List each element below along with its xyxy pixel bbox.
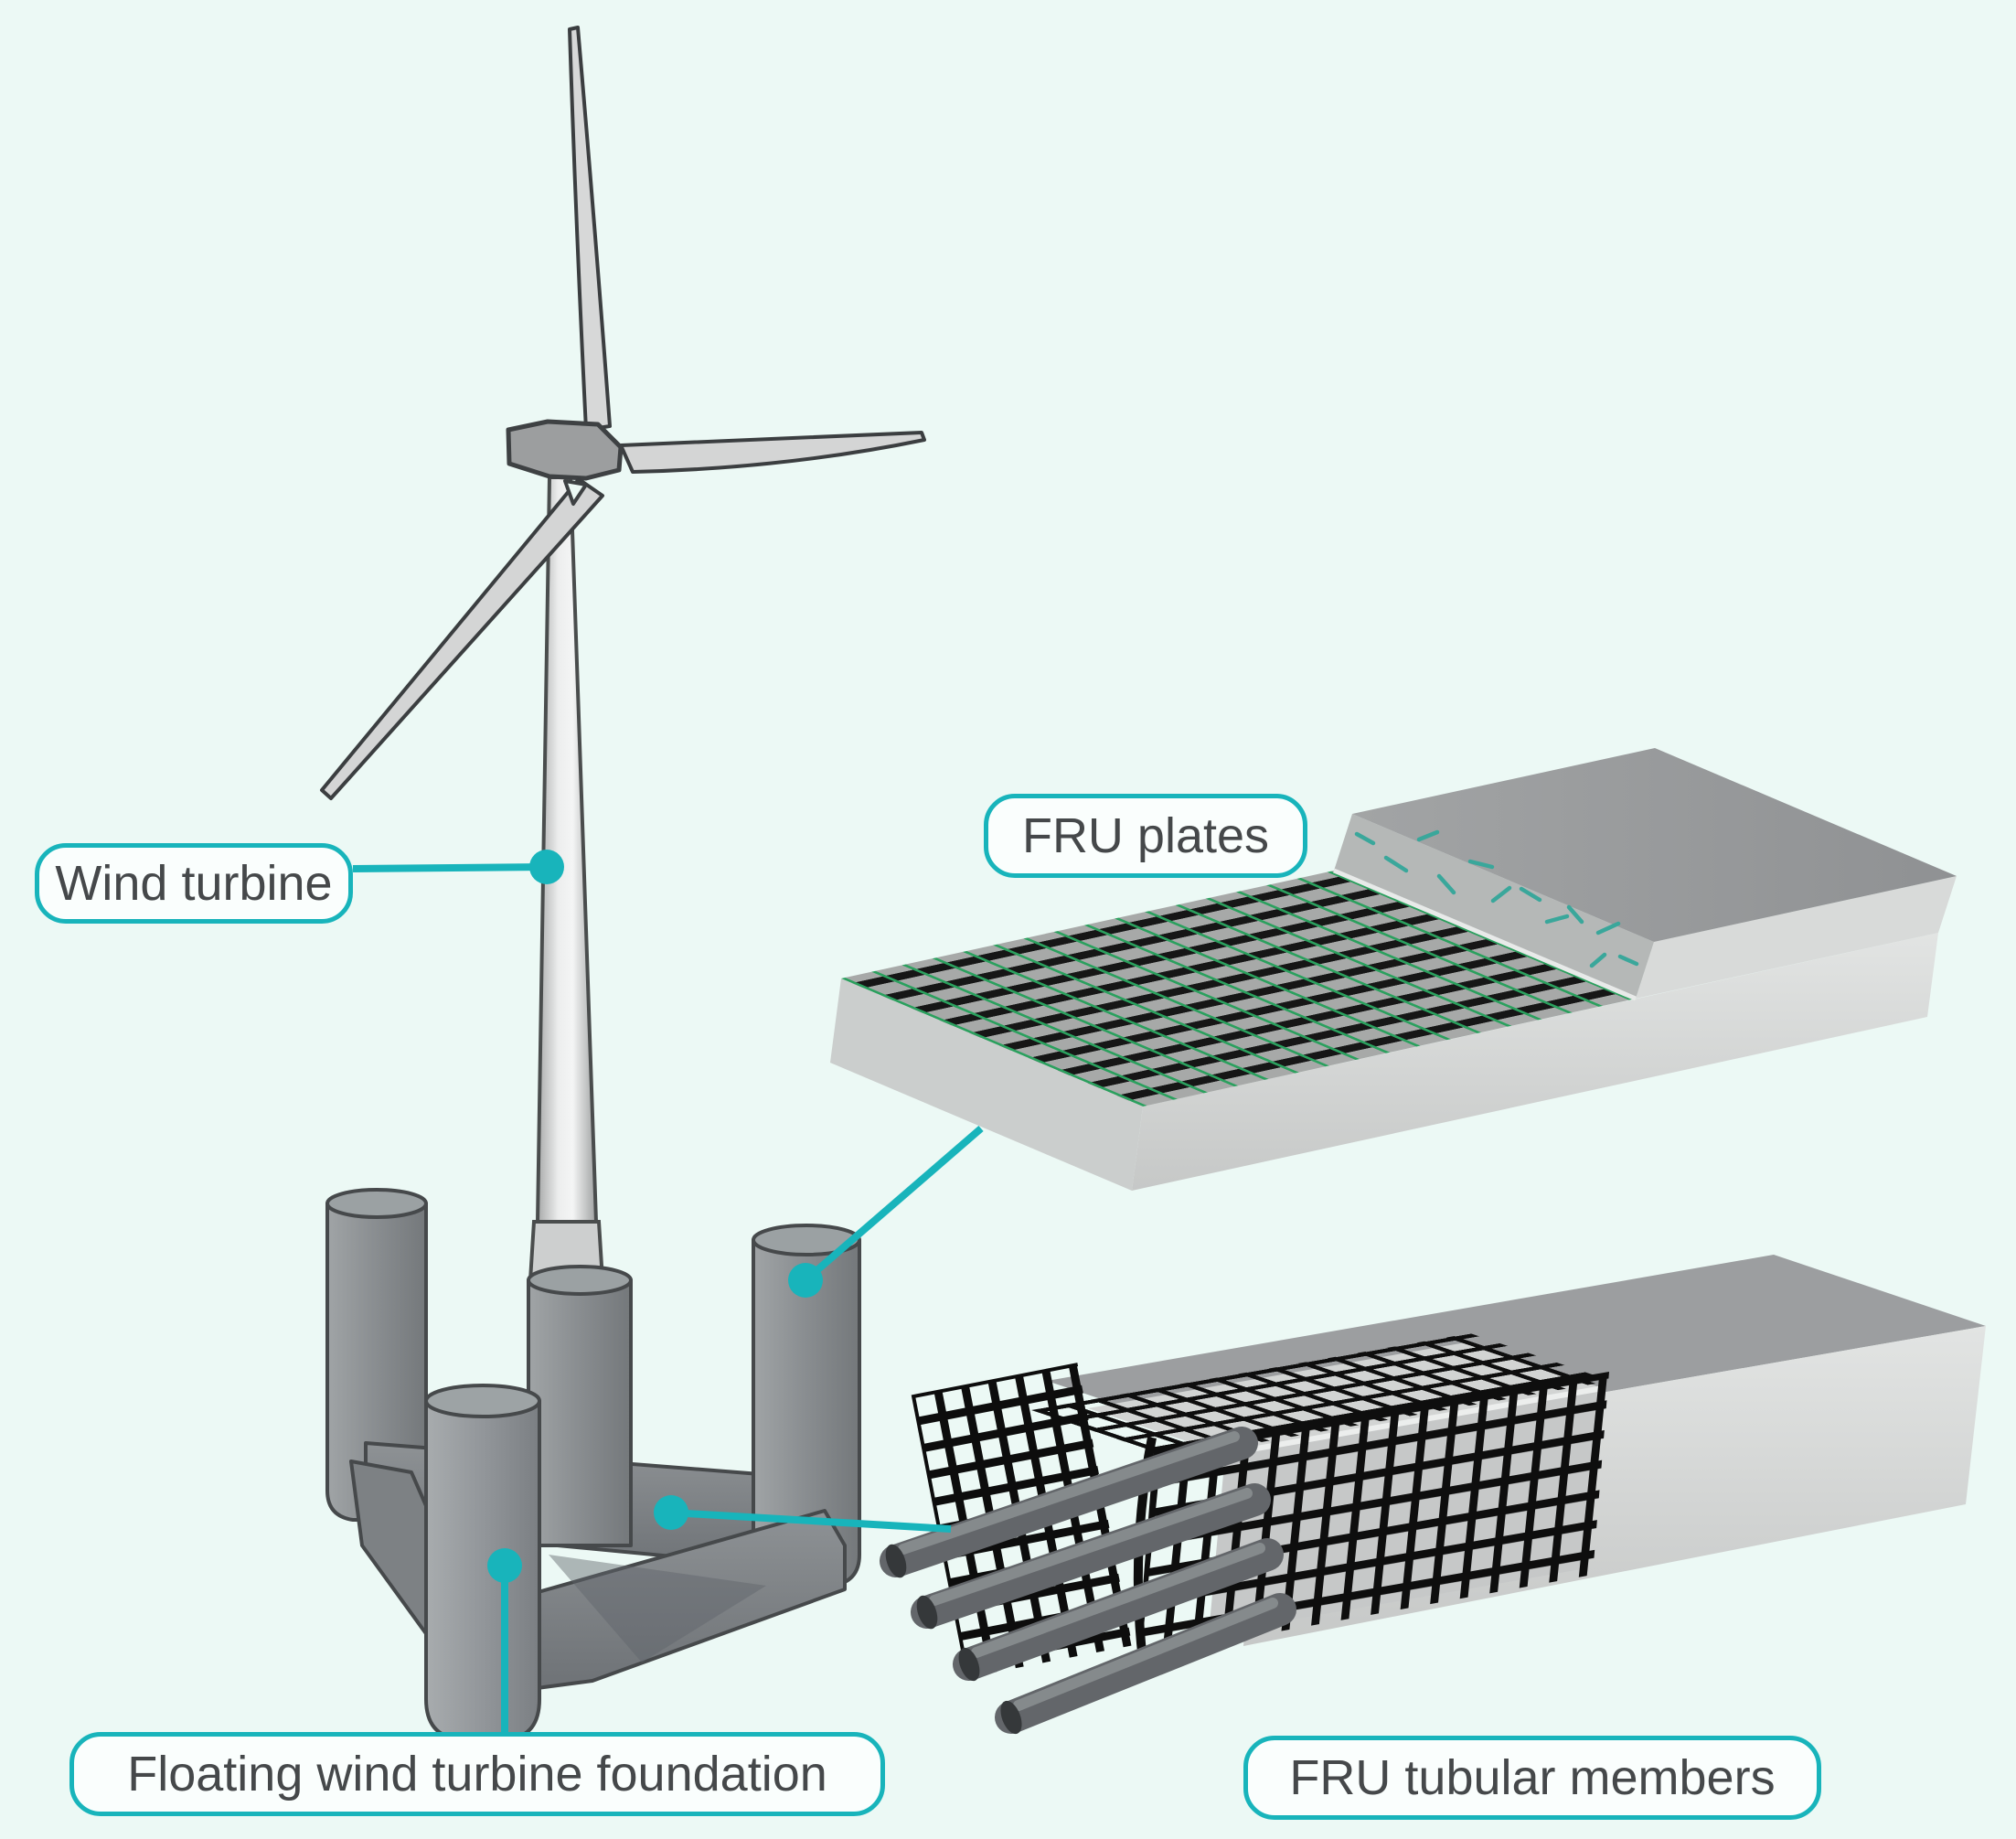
- turbine-blade-right: [619, 431, 926, 474]
- tubular-tendon-tubes: [880, 1427, 1296, 1735]
- foundation-column-front: [424, 1384, 541, 1741]
- wind-turbine-label-text: Wind turbine: [55, 856, 333, 911]
- turbine-blade-down: [320, 477, 604, 800]
- floating-foundation-label-text: Floating wind turbine foundation: [127, 1747, 827, 1802]
- plate-slab-front-face: [1132, 933, 1938, 1191]
- plate-rebar-grid: [841, 871, 1636, 1107]
- wind-turbine-illustration: [320, 26, 926, 1741]
- tubular-mesh-top: [1031, 1333, 1611, 1458]
- fru-tubular-members-label-text: FRU tubular members: [1289, 1750, 1776, 1805]
- fru-plates-label-text: FRU plates: [1021, 808, 1270, 863]
- tendon-tube: [953, 1538, 1284, 1682]
- floating-foundation-label: Floating wind turbine foundation: [69, 1732, 885, 1816]
- fru-tubular-illustration: [880, 1255, 1986, 1735]
- tendon-tube: [911, 1483, 1271, 1630]
- cover-block-base-edge: [1333, 868, 1637, 1001]
- cover-block-top-face: [1352, 748, 1957, 942]
- fru-tubular-members-label: FRU tubular members: [1243, 1736, 1821, 1820]
- fru-plates-leader: [788, 1125, 984, 1298]
- plate-slab-left-face: [830, 978, 1143, 1191]
- tendon-tube: [995, 1593, 1296, 1735]
- floating-foundation-leader: [487, 1548, 522, 1736]
- fru-tubular-leader: [654, 1495, 952, 1533]
- plate-cover-block: [1333, 748, 1957, 1001]
- turbine-blade-up: [568, 26, 612, 432]
- cover-block-teal-dashes: [1354, 829, 1639, 968]
- foundation-illustration: [325, 1188, 861, 1741]
- foundation-shadow: [549, 1555, 766, 1663]
- fru-plates-label: FRU plates: [984, 794, 1307, 878]
- wind-turbine-label: Wind turbine: [35, 843, 353, 924]
- nacelle-gap: [563, 479, 588, 506]
- tendon-tube: [880, 1427, 1258, 1578]
- foundation-column-center: [527, 1265, 633, 1547]
- wind-turbine-leader: [352, 850, 564, 884]
- cover-block-front-face: [1636, 876, 1957, 999]
- leader-lines: [352, 850, 984, 1736]
- fru-plates-illustration: [830, 748, 1957, 1191]
- cover-block-dash-face: [1334, 814, 1654, 999]
- turbine-nacelle: [506, 419, 624, 481]
